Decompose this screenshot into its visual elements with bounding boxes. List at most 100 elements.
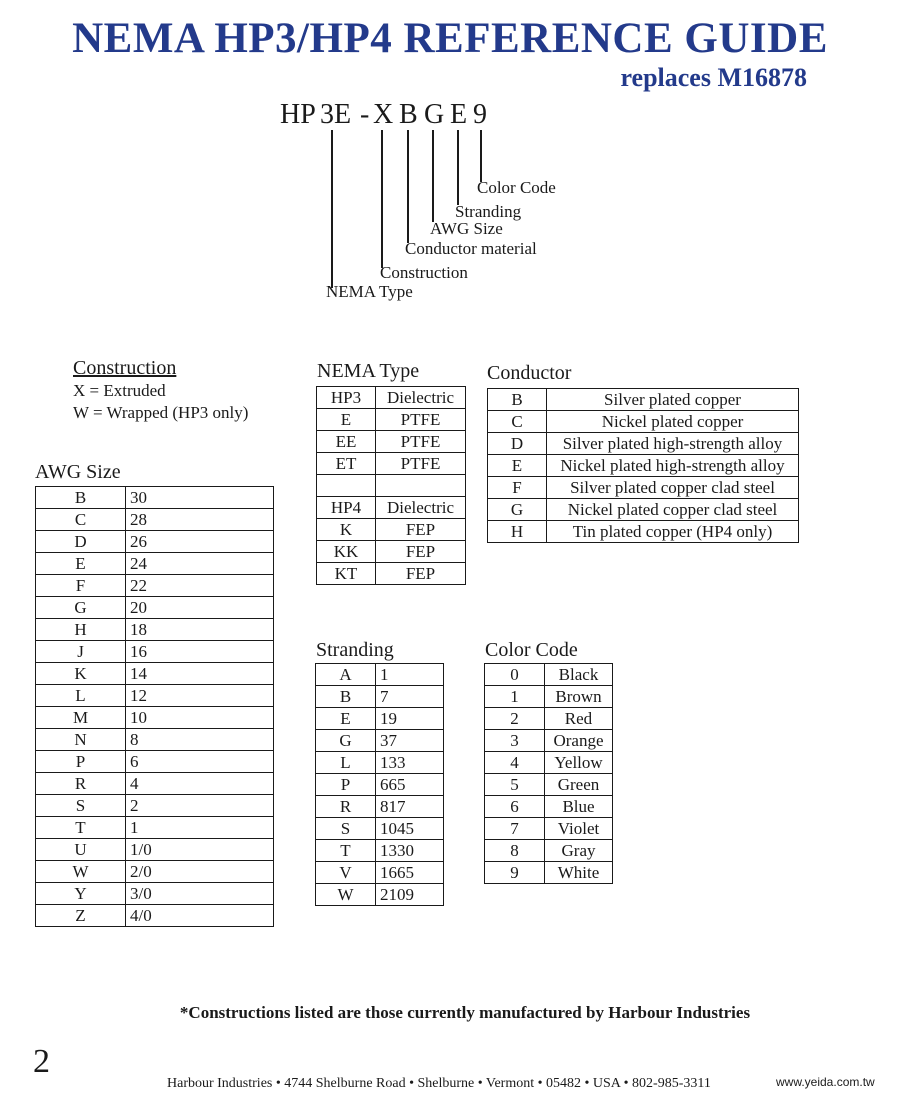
code-cell: T: [35, 816, 126, 839]
nema-type-title: NEMA Type: [317, 360, 420, 382]
value-cell: PTFE: [375, 430, 466, 453]
value-cell: Yellow: [544, 751, 613, 774]
code-cell: EE: [316, 430, 376, 453]
code-cell: E: [316, 408, 376, 431]
footnote: *Constructions listed are those currentl…: [179, 1003, 751, 1022]
value-cell: 10: [125, 706, 274, 729]
connector-conductor: [407, 130, 409, 243]
value-cell: 4: [125, 772, 274, 795]
code-segment-dash: -: [360, 99, 370, 130]
value-cell: Silver plated copper: [546, 388, 799, 411]
page-title: NEMA HP3/HP4 REFERENCE GUIDE: [72, 15, 828, 62]
color-code-title: Color Code: [485, 639, 578, 661]
value-cell: 22: [125, 574, 274, 597]
code-cell: 4: [484, 751, 545, 774]
value-cell: FEP: [375, 518, 466, 541]
code-cell: 9: [484, 861, 545, 884]
value-cell: Nickel plated copper clad steel: [546, 498, 799, 521]
code-cell: [316, 474, 376, 497]
construction-line: W = Wrapped (HP3 only): [73, 403, 249, 422]
value-cell: Black: [544, 663, 613, 686]
value-cell: 26: [125, 530, 274, 553]
code-cell: 5: [484, 773, 545, 796]
value-cell: Nickel plated high-strength alloy: [546, 454, 799, 477]
value-cell: 2109: [375, 883, 444, 906]
value-cell: FEP: [375, 562, 466, 585]
code-cell: J: [35, 640, 126, 663]
code-segment-awg: G: [424, 99, 445, 130]
value-cell: 14: [125, 662, 274, 685]
code-cell: B: [35, 486, 126, 509]
code-cell: 6: [484, 795, 545, 818]
value-cell: Dielectric: [375, 386, 466, 409]
page-subtitle: replaces M16878: [620, 63, 807, 92]
code-cell: B: [487, 388, 547, 411]
label-awg-size: AWG Size: [430, 219, 503, 238]
code-segment-type: 3E: [320, 99, 352, 130]
code-cell: A: [315, 663, 376, 686]
value-cell: 6: [125, 750, 274, 773]
code-cell: D: [35, 530, 126, 553]
website-link[interactable]: www.yeida.com.tw: [776, 1075, 875, 1089]
code-cell: 8: [484, 839, 545, 862]
value-cell: 1/0: [125, 838, 274, 861]
label-construction: Construction: [380, 263, 468, 282]
value-cell: 8: [125, 728, 274, 751]
value-cell: 1665: [375, 861, 444, 884]
code-cell: K: [316, 518, 376, 541]
label-conductor-material: Conductor material: [405, 239, 537, 258]
code-cell: N: [35, 728, 126, 751]
value-cell: 133: [375, 751, 444, 774]
code-cell: ET: [316, 452, 376, 475]
label-nema-type: NEMA Type: [326, 282, 413, 301]
conductor-title: Conductor: [487, 362, 572, 384]
value-cell: 817: [375, 795, 444, 818]
code-cell: 0: [484, 663, 545, 686]
code-cell: P: [315, 773, 376, 796]
value-cell: 37: [375, 729, 444, 752]
value-cell: 1: [125, 816, 274, 839]
code-cell: C: [35, 508, 126, 531]
value-cell: 4/0: [125, 904, 274, 927]
code-cell: H: [35, 618, 126, 641]
connector-construction: [381, 130, 383, 268]
value-cell: 1: [375, 663, 444, 686]
code-cell: F: [487, 476, 547, 499]
code-cell: E: [35, 552, 126, 575]
value-cell: Tin plated copper (HP4 only): [546, 520, 799, 543]
code-segment-color: 9: [473, 99, 487, 130]
value-cell: Red: [544, 707, 613, 730]
code-segment-construction: X: [373, 99, 394, 130]
code-cell: W: [315, 883, 376, 906]
